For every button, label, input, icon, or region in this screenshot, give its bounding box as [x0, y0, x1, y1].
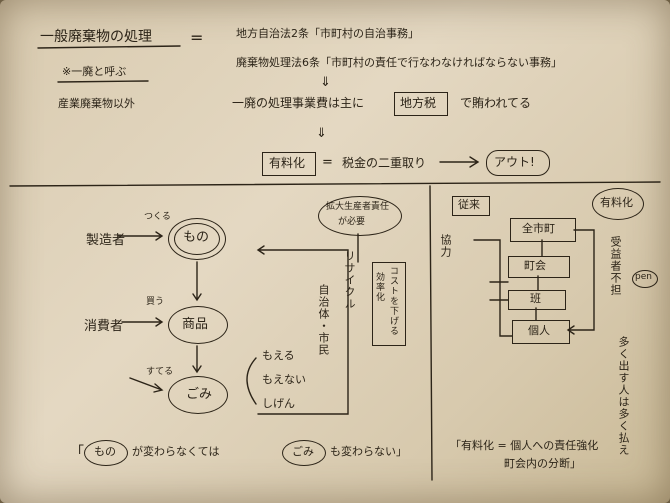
bottom-thing: もの — [94, 445, 116, 458]
local-tax-label: 地方税 — [400, 96, 437, 110]
consumer-label: 消費者 — [84, 319, 124, 334]
out-box — [486, 150, 550, 176]
level-city: 全市町 — [522, 222, 555, 235]
law-line-1: 地方自治法2条「市町村の自治事務」 — [236, 27, 419, 40]
down-arrow-1: ⇓ — [320, 75, 331, 90]
epr-label: 拡大生産者責任 — [326, 202, 390, 212]
arrow-consumer-product — [121, 317, 164, 327]
pen-oval — [632, 270, 658, 288]
right-bottom-2: 町会内の分断」 — [504, 457, 581, 470]
option-burnable: もえる — [262, 349, 295, 362]
recycle-label: リサイクル — [343, 250, 356, 310]
bottom-garbage-oval — [282, 440, 326, 466]
epr-oval — [318, 196, 402, 236]
double-tax: 税金の二重取り — [342, 156, 427, 170]
thing-label: もの — [183, 230, 210, 245]
title-underline — [37, 45, 181, 49]
out-label: アウト! — [494, 155, 535, 169]
cost-down-label: コストを下げる — [388, 266, 398, 336]
after-oval — [592, 188, 644, 220]
fee-text: 多く出す人は多く払え — [617, 336, 630, 456]
bottom-end: も変わらない」 — [330, 445, 407, 458]
bottom-quote-open: 「 — [70, 445, 84, 461]
before-box — [452, 196, 490, 216]
local-gov-label: 自治体・市民 — [317, 284, 330, 356]
funding-tail: で賄われてる — [460, 96, 532, 110]
arrow-product-garbage — [192, 345, 202, 374]
except-note: 産業廃棄物以外 — [58, 97, 135, 110]
title: 一般廃棄物の処理 — [40, 29, 152, 45]
arrow-to-out — [439, 156, 480, 168]
section-divider — [9, 181, 661, 187]
product-label: 商品 — [182, 317, 209, 332]
cooperation-bracket — [473, 239, 513, 337]
after-label: 有料化 — [600, 196, 633, 209]
maker-label: 製造者 — [86, 233, 126, 248]
down-arrow-2: ⇓ — [316, 126, 327, 141]
before-label: 従来 — [458, 198, 480, 211]
local-tax-box — [394, 92, 448, 116]
funding-line: 一廃の処理事業費は主に — [232, 96, 365, 110]
maker-verb: つくる — [144, 212, 171, 222]
thing-oval-inner — [174, 223, 220, 255]
arrow-dispose — [129, 377, 164, 393]
consumer-verb: 買う — [146, 297, 165, 307]
paid-label: 有料化 — [269, 156, 306, 170]
law-line-2: 廃棄物処理法6条「市町村の責任で行なわなければならない事務」 — [236, 56, 562, 69]
level-group: 班 — [530, 292, 541, 305]
paid-arrow — [566, 229, 595, 335]
garbage-label: ごみ — [186, 387, 213, 402]
cooperation-label: 協力 — [439, 234, 452, 258]
option-nonburnable: もえない — [262, 373, 306, 386]
paid-box — [262, 152, 316, 176]
thing-oval-outer — [168, 218, 226, 260]
dispose-verb: すてる — [146, 367, 174, 377]
paid-equals: = — [322, 155, 333, 170]
pen-label: pen — [635, 272, 652, 282]
garbage-oval — [168, 376, 228, 414]
beneficiary-label: 受益者不担 — [609, 236, 622, 296]
product-oval — [168, 306, 228, 344]
title-equals: = — [190, 28, 204, 47]
bottom-mid: が変わらなくては — [132, 445, 220, 458]
efficiency-label: 効率化 — [374, 272, 384, 302]
epr-sub: が必要 — [338, 217, 366, 227]
column-divider — [429, 185, 433, 481]
right-bottom-1: 「有料化 = 個人への責任強化 — [450, 439, 599, 452]
alias-note: ※一廃と呼ぶ — [62, 65, 127, 78]
level-association: 町会 — [524, 259, 546, 272]
cost-box — [372, 262, 406, 346]
bottom-garbage: ごみ — [292, 445, 314, 458]
alias-underline — [57, 80, 149, 83]
feedback-loop — [256, 245, 349, 415]
option-resource: しげん — [262, 397, 295, 410]
bottom-thing-oval — [84, 440, 128, 466]
level-individual: 個人 — [528, 324, 550, 337]
arrow-thing-product — [192, 261, 202, 302]
options-bracket — [246, 357, 257, 405]
